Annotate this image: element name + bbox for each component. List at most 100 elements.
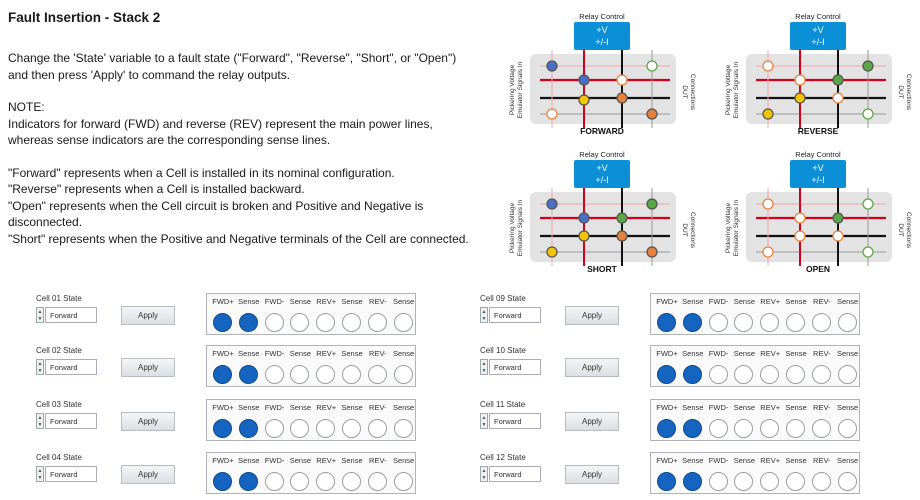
indicator-fwd-2: FWD- — [706, 294, 732, 334]
stepper-down-icon[interactable]: ▼ — [481, 422, 487, 428]
indicator-led — [837, 472, 857, 491]
relay-node — [646, 198, 658, 210]
state-stepper[interactable]: ▲▼ — [480, 359, 488, 375]
apply-button[interactable]: Apply — [565, 306, 619, 325]
stepper-down-icon[interactable]: ▼ — [481, 475, 487, 481]
indicator-sense-7: Sense — [391, 400, 417, 440]
indicator-led — [786, 365, 805, 384]
stepper-down-icon[interactable]: ▼ — [481, 316, 487, 322]
state-stepper[interactable]: ▲▼ — [480, 466, 488, 482]
diagram-background — [746, 54, 892, 124]
stepper-up-icon[interactable]: ▲ — [37, 468, 43, 474]
state-stepper[interactable]: ▲▼ — [480, 307, 488, 323]
indicator-rev-4: REV+ — [313, 294, 339, 334]
relay-node — [616, 92, 628, 104]
stepper-up-icon[interactable]: ▲ — [37, 309, 43, 315]
relay-node — [832, 212, 844, 224]
indicator-label: Sense — [836, 403, 859, 412]
indicator-led — [708, 472, 728, 491]
relay-control-label: Relay Control — [795, 150, 841, 159]
state-field[interactable]: Forward — [45, 413, 97, 429]
indicator-fwd-2: FWD- — [706, 453, 732, 493]
state-field[interactable]: Forward — [489, 466, 541, 482]
stepper-up-icon[interactable]: ▲ — [37, 415, 43, 421]
stepper-up-icon[interactable]: ▲ — [37, 361, 43, 367]
indicator-sense-5: Sense — [339, 346, 365, 386]
indicator-label: REV- — [369, 456, 387, 465]
relay-node — [862, 60, 874, 72]
indicator-label: REV+ — [316, 297, 337, 306]
state-stepper[interactable]: ▲▼ — [36, 307, 44, 323]
indicator-sense-7: Sense — [391, 346, 417, 386]
stepper-down-icon[interactable]: ▼ — [37, 316, 43, 322]
indicator-led — [760, 365, 780, 384]
indicator-rev-6: REV- — [365, 346, 391, 386]
relay-voltage-label: +V — [596, 25, 607, 35]
indicator-sense-5: Sense — [783, 294, 809, 334]
diagram-caption: FORWARD — [580, 126, 624, 136]
indicator-label: REV+ — [760, 297, 781, 306]
indicator-label: Sense — [392, 403, 415, 412]
indicator-label: REV- — [813, 349, 831, 358]
indicator-label: Sense — [785, 297, 807, 306]
indicator-sense-1: Sense — [236, 400, 262, 440]
indicator-led — [811, 365, 831, 384]
indicator-label: Sense — [733, 349, 756, 358]
state-stepper[interactable]: ▲▼ — [36, 359, 44, 375]
cell-state-label: Cell 02 State — [36, 346, 82, 355]
indicator-led — [213, 472, 232, 491]
apply-button[interactable]: Apply — [121, 412, 175, 431]
stepper-up-icon[interactable]: ▲ — [481, 468, 487, 474]
state-field[interactable]: Forward — [489, 359, 541, 375]
indicator-sense-3: Sense — [731, 453, 757, 493]
indicator-sense-7: Sense — [835, 453, 861, 493]
state-stepper[interactable]: ▲▼ — [36, 413, 44, 429]
indicator-sense-3: Sense — [287, 294, 313, 334]
relay-node — [578, 230, 590, 242]
indicator-fwd-0: FWD+ — [210, 400, 236, 440]
diagram-caption: REVERSE — [798, 126, 839, 136]
indicator-fwd-2: FWD- — [262, 346, 288, 386]
apply-button[interactable]: Apply — [565, 465, 619, 484]
indicator-led — [213, 365, 232, 384]
indicator-rev-4: REV+ — [757, 400, 783, 440]
state-field[interactable]: Forward — [45, 359, 97, 375]
stepper-down-icon[interactable]: ▼ — [37, 368, 43, 374]
state-field[interactable]: Forward — [45, 466, 97, 482]
stepper-up-icon[interactable]: ▲ — [481, 361, 487, 367]
state-stepper[interactable]: ▲▼ — [36, 466, 44, 482]
state-stepper[interactable]: ▲▼ — [480, 413, 488, 429]
indicator-led — [786, 419, 805, 438]
relay-node — [646, 60, 658, 72]
indicator-sense-7: Sense — [835, 346, 861, 386]
indicator-led — [393, 313, 413, 332]
apply-button[interactable]: Apply — [565, 358, 619, 377]
relay-control-box — [574, 22, 630, 50]
relay-node — [578, 94, 590, 106]
apply-button[interactable]: Apply — [121, 306, 175, 325]
indicator-label: FWD+ — [212, 297, 234, 306]
indicator-label: Sense — [392, 349, 415, 358]
indicator-led — [811, 419, 831, 438]
apply-button[interactable]: Apply — [565, 412, 619, 431]
indicator-sense-3: Sense — [731, 400, 757, 440]
apply-button[interactable]: Apply — [121, 358, 175, 377]
state-field[interactable]: Forward — [45, 307, 97, 323]
stepper-up-icon[interactable]: ▲ — [481, 309, 487, 315]
stepper-down-icon[interactable]: ▼ — [37, 422, 43, 428]
indicator-label: FWD+ — [212, 403, 234, 412]
indicator-label: Sense — [785, 403, 807, 412]
indicator-led — [342, 365, 361, 384]
stepper-up-icon[interactable]: ▲ — [481, 415, 487, 421]
stepper-down-icon[interactable]: ▼ — [481, 368, 487, 374]
cell-state-label: Cell 04 State — [36, 453, 82, 462]
state-field[interactable]: Forward — [489, 413, 541, 429]
apply-button[interactable]: Apply — [121, 465, 175, 484]
state-field[interactable]: Forward — [489, 307, 541, 323]
indicator-label: Sense — [836, 349, 859, 358]
stepper-down-icon[interactable]: ▼ — [37, 475, 43, 481]
